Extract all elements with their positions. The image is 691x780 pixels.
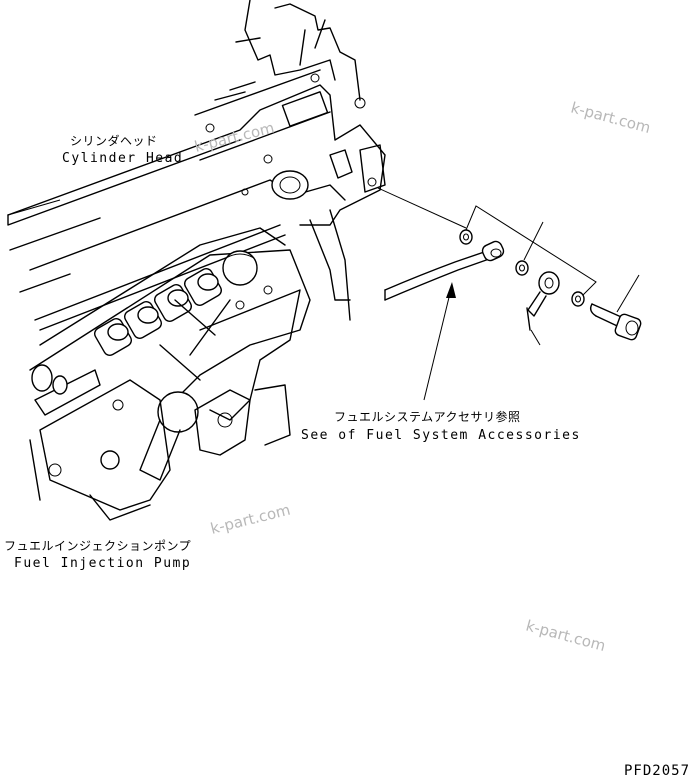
watermark-1: k-part.com bbox=[569, 98, 653, 137]
fuel-line-drawing bbox=[384, 240, 505, 301]
cylinder-head-drawing bbox=[7, 0, 386, 331]
fuel-injection-pump-drawing bbox=[29, 227, 311, 521]
fitting-hardware-drawing bbox=[459, 229, 642, 341]
injection-pump-label: Fuel Injection Pump bbox=[14, 556, 191, 571]
watermark-3: k-part.com bbox=[209, 501, 293, 538]
cylinder-head-label-jp: シリンダヘッド bbox=[70, 133, 158, 148]
leader-lines bbox=[7, 187, 640, 401]
cylinder-head-label: Cylinder Head bbox=[62, 151, 183, 166]
injection-pump-label-jp: フュエルインジェクションポンプ bbox=[4, 539, 191, 553]
drawing-code: PFD2057 bbox=[624, 763, 690, 779]
watermark-2: k-part.com bbox=[193, 119, 277, 156]
fuel-system-label: See of Fuel System Accessories bbox=[301, 428, 581, 443]
watermark-4: k-part.com bbox=[524, 616, 608, 655]
fuel-system-label-jp: フュエルシステムアクセサリ参照 bbox=[334, 409, 521, 424]
